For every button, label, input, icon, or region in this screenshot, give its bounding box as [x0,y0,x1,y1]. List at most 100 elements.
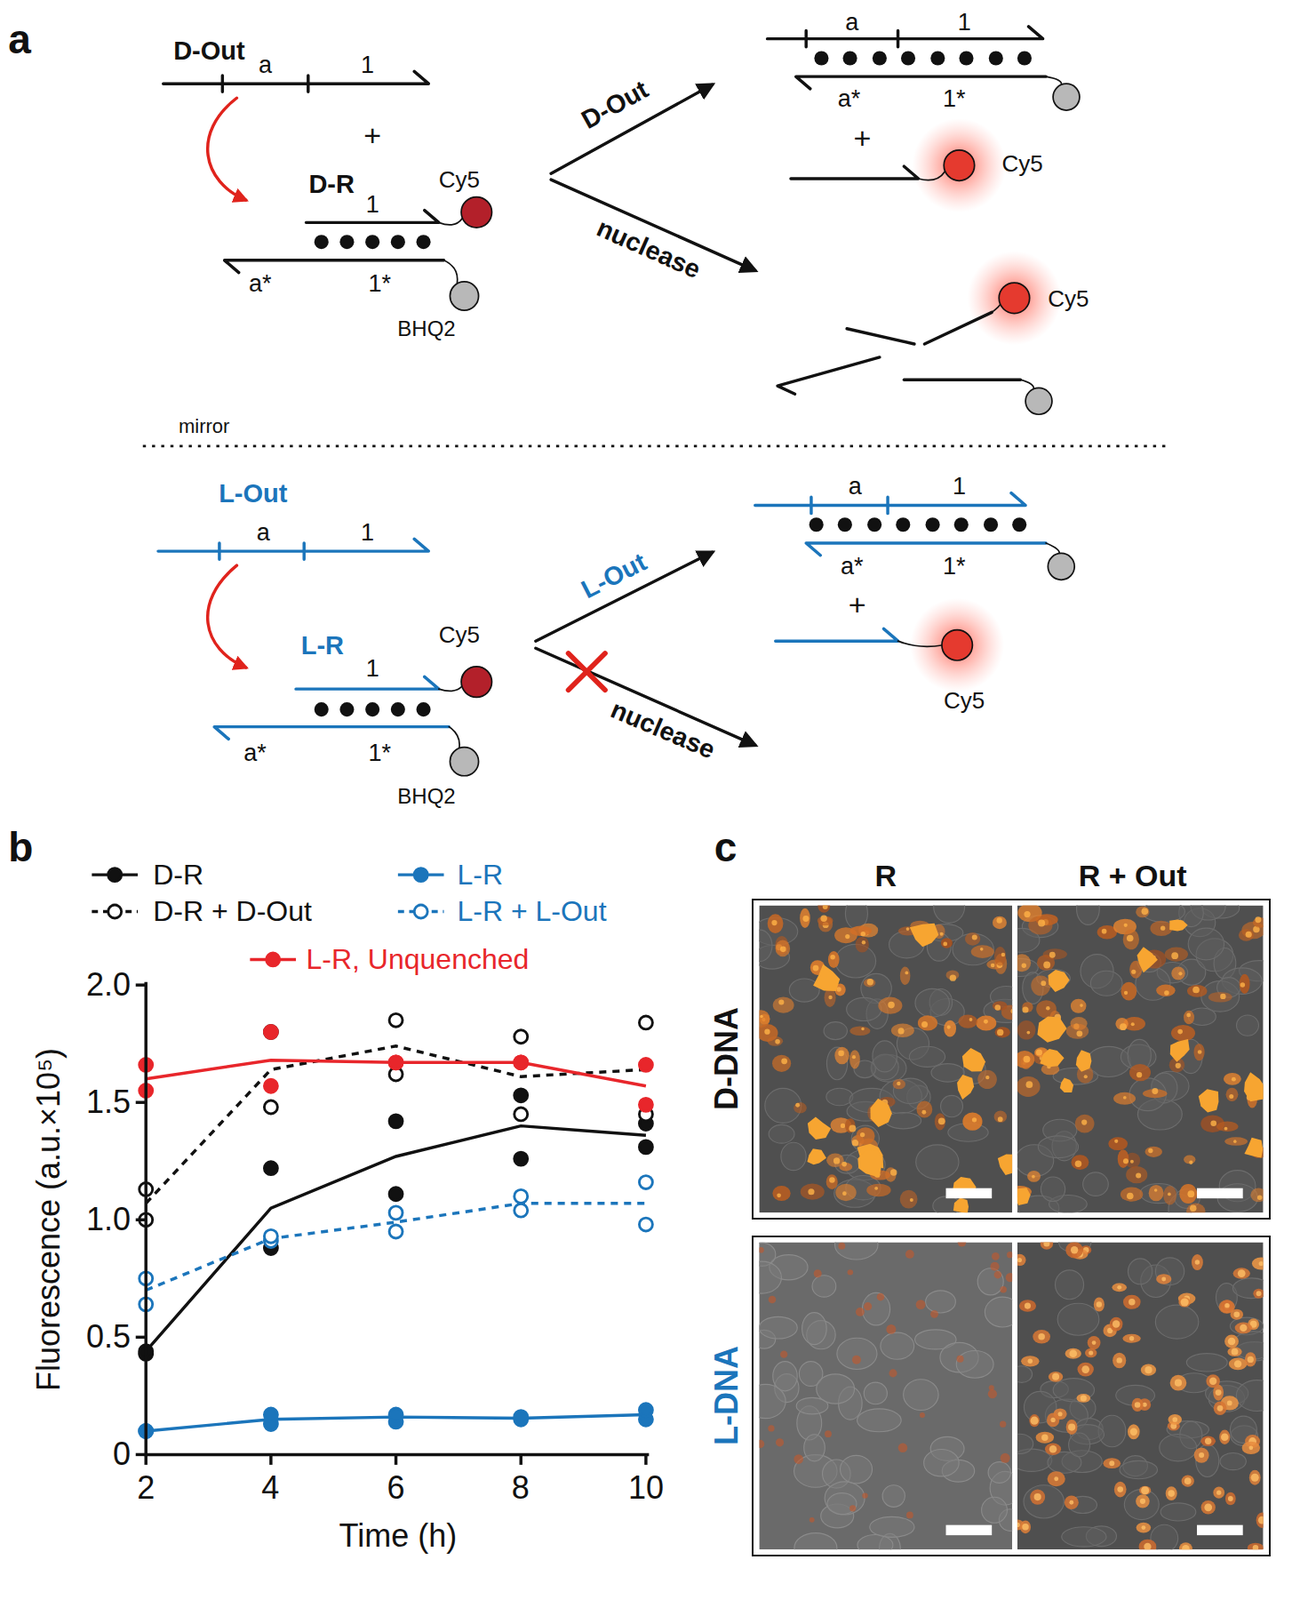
micrograph-image [807,1116,831,1140]
micrograph-image [1108,1136,1128,1150]
domain-label: a [256,520,271,545]
strand-diagram-l [158,493,1075,776]
legend-text: L-R + L-Out [456,896,607,926]
quencher-label: BHQ2 [397,318,455,340]
micrograph-image [985,1075,989,1079]
micrograph-image [758,1246,764,1253]
micrograph-image [953,1197,969,1213]
micrograph-image [994,946,1006,966]
micrograph-image [893,1077,928,1103]
strand-diagram-d [163,71,430,84]
micrograph-image [841,1161,847,1167]
micrograph-image [1017,1050,1035,1069]
micrograph-image [809,1516,815,1523]
micrograph-image [887,1001,895,1009]
micrograph-image [1239,1323,1247,1332]
strand-diagram-d [163,26,1080,415]
micrograph-image [1139,1539,1157,1550]
micrograph-image [828,950,840,968]
micrograph-image [842,1190,847,1196]
micrograph-image [997,1154,1013,1175]
micrograph-image [1238,928,1254,941]
micrograph-image [1144,1365,1152,1373]
data-series [139,1025,654,1112]
micrograph-image [1123,928,1140,950]
strand-diagram-d [872,50,887,65]
domain-label: a* [840,554,864,579]
domain-label: 1* [367,741,391,766]
strand-diagram-l [438,685,463,692]
micrograph-image [893,1078,906,1089]
micrograph-image [768,1124,795,1143]
micrograph-image [1171,1024,1196,1042]
axis [135,982,146,986]
strand-diagram-d [1045,76,1061,85]
strand-diagram-d [930,50,945,65]
micrograph-image [1137,946,1158,973]
micrograph-image [813,1268,822,1277]
data-point [263,1025,278,1039]
micrograph-image [1197,1049,1203,1054]
micrograph-image [1228,1337,1237,1346]
micrograph-image [1046,1411,1060,1427]
micrograph-image [1220,993,1226,999]
micrograph-image [1242,1441,1261,1454]
micrograph-image [795,1102,800,1108]
micrograph-image [845,933,850,939]
micrograph-image [1077,1362,1094,1377]
strand-diagram-d [365,234,380,249]
micrograph-image [1116,1485,1124,1492]
micrograph-image [1112,1319,1120,1327]
mirror-line [143,444,1169,447]
strand-diagram-l [837,517,853,532]
micrograph-image [772,1054,791,1072]
micrograph-image [1088,1349,1093,1355]
micrograph-image [909,1197,914,1202]
micrograph-image [943,1020,957,1037]
quencher-label: BHQ2 [397,785,455,807]
micrograph-image [994,1270,1003,1279]
data-point [389,1205,403,1220]
micrograph-image [1112,1352,1126,1369]
micrograph-image [837,1242,846,1250]
tick-label: 10 [628,1471,664,1504]
micrograph-image [1120,981,1137,1001]
micrograph-image [1189,1204,1197,1212]
axis [644,1453,647,1464]
micrograph-image [1227,1346,1242,1356]
micrograph-image [898,1027,905,1034]
micrograph-image [1179,1541,1193,1549]
micrograph-image [1092,1339,1097,1345]
micrograph-image [1064,1495,1079,1509]
micrograph-image [1040,1242,1053,1250]
micrograph-image [1169,918,1188,931]
dye-label: Cy5 [438,167,480,192]
micrograph-image [1045,1005,1050,1010]
row-header: L-DNA [710,1345,743,1445]
micrograph-image [1124,923,1128,927]
dye-label: Cy5 [1002,151,1044,176]
micrograph-image [1039,1048,1064,1067]
micrograph-image [793,1453,804,1464]
micrograph-image [916,1144,959,1180]
micrograph-image [800,1183,825,1200]
micrograph-image [824,1429,832,1437]
micrograph-image [957,1074,974,1100]
micrograph-image [969,1017,974,1021]
micrograph-image [1205,1373,1221,1388]
data-point [638,1217,653,1231]
strand-diagram-l [1047,552,1075,580]
tick-label: 2.0 [86,968,131,1001]
domain-label: 1* [367,271,391,296]
micrograph-image [793,1101,807,1113]
micrograph-image [1187,984,1208,997]
data-point [514,1188,528,1203]
micrograph-image [938,1116,946,1125]
micrograph-image [1257,1194,1262,1199]
strand-diagram-d [998,282,1029,313]
data-series [139,1403,654,1438]
micrograph-image [1026,1080,1034,1088]
strand-diagram-d [767,26,1044,40]
micrograph-image [1175,1062,1181,1069]
micrograph-image [1123,1095,1127,1100]
